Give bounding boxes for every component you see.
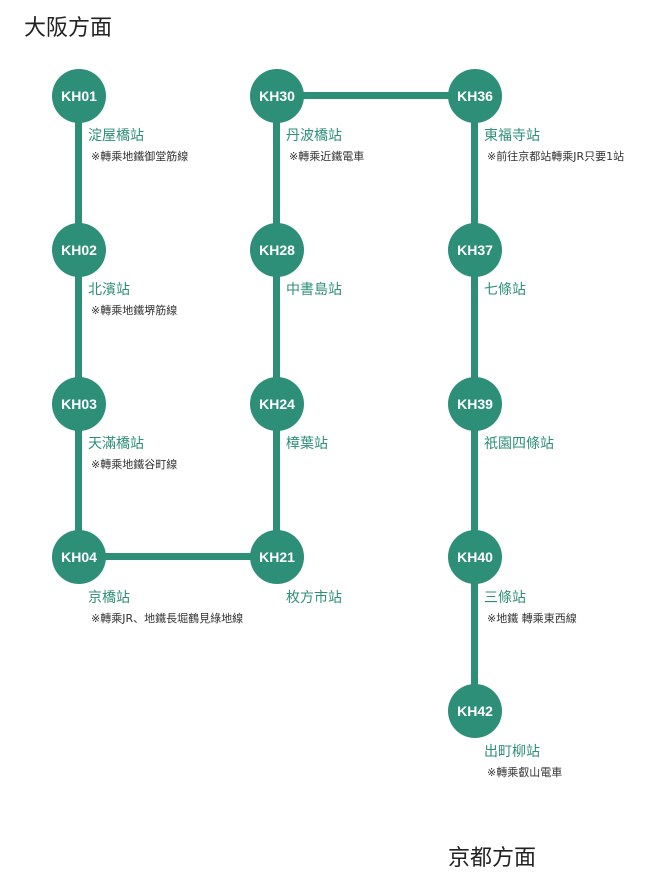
station-note: ※轉乘地鐵谷町線 bbox=[91, 458, 178, 471]
station-note: ※前往京都站轉乘JR只要1站 bbox=[487, 150, 625, 163]
station-kh39[interactable]: KH39 bbox=[448, 377, 502, 431]
station-kh42[interactable]: KH42 bbox=[448, 684, 502, 738]
direction-kyoto: 京都方面 bbox=[448, 846, 537, 871]
track-top-link bbox=[277, 92, 475, 99]
station-kh30[interactable]: KH30 bbox=[250, 69, 304, 123]
direction-osaka: 大阪方面 bbox=[24, 16, 113, 41]
station-note: ※轉乘JR、地鐵長堀鶴見綠地線 bbox=[91, 612, 244, 625]
station-kh37[interactable]: KH37 bbox=[448, 223, 502, 277]
station-name: 樟葉站 bbox=[286, 436, 328, 452]
station-kh04[interactable]: KH04 bbox=[52, 530, 106, 584]
station-kh01[interactable]: KH01 bbox=[52, 69, 106, 123]
station-kh02[interactable]: KH02 bbox=[52, 223, 106, 277]
station-name: 天滿橋站 bbox=[88, 436, 144, 452]
station-name: 淀屋橋站 bbox=[88, 128, 144, 144]
station-name: 北濱站 bbox=[88, 282, 130, 298]
station-kh24[interactable]: KH24 bbox=[250, 377, 304, 431]
station-note: ※轉乘叡山電車 bbox=[487, 766, 563, 779]
track-col2 bbox=[273, 96, 280, 557]
track-col1 bbox=[75, 96, 82, 557]
station-name: 枚方市站 bbox=[286, 590, 342, 606]
station-kh28[interactable]: KH28 bbox=[250, 223, 304, 277]
track-bottom-link bbox=[79, 553, 277, 560]
station-name: 東福寺站 bbox=[484, 128, 540, 144]
station-name: 出町柳站 bbox=[484, 744, 540, 760]
station-note: ※地鐵 轉乘東西線 bbox=[487, 612, 577, 625]
station-note: ※轉乘近鐵電車 bbox=[289, 150, 365, 163]
station-name: 京橋站 bbox=[88, 590, 130, 606]
station-name: 七條站 bbox=[484, 282, 526, 298]
station-name: 中書島站 bbox=[286, 282, 342, 298]
station-kh40[interactable]: KH40 bbox=[448, 530, 502, 584]
station-name: 祇園四條站 bbox=[484, 436, 554, 452]
station-note: ※轉乘地鐵御堂筋線 bbox=[91, 150, 189, 163]
station-kh36[interactable]: KH36 bbox=[448, 69, 502, 123]
station-name: 三條站 bbox=[484, 590, 526, 606]
station-name: 丹波橋站 bbox=[286, 128, 342, 144]
station-kh03[interactable]: KH03 bbox=[52, 377, 106, 431]
station-note: ※轉乘地鐵堺筋線 bbox=[91, 304, 178, 317]
station-kh21[interactable]: KH21 bbox=[250, 530, 304, 584]
